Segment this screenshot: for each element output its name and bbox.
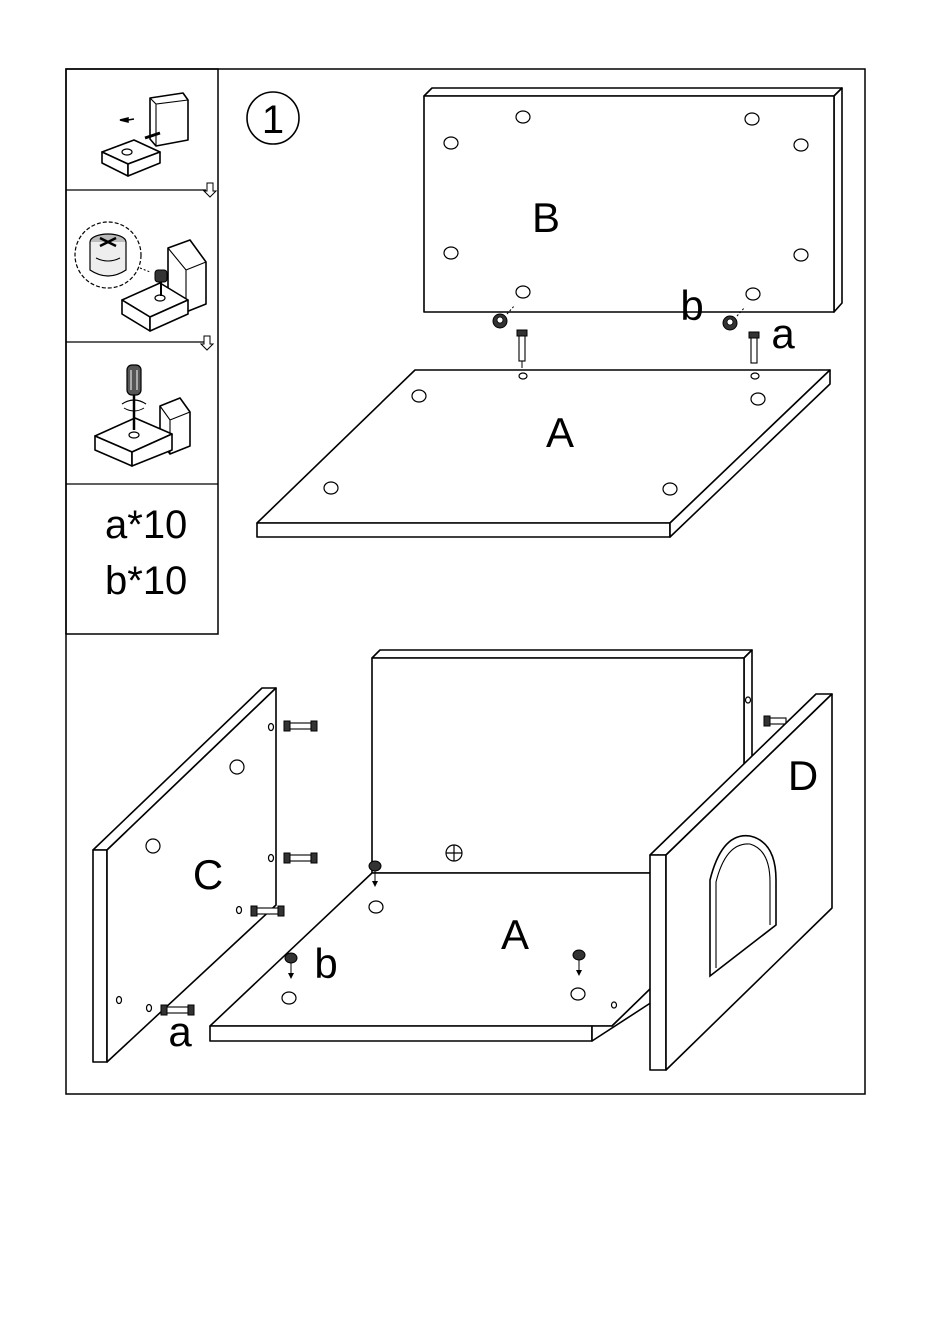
panel-d-label: D <box>788 752 818 799</box>
step-number: 1 <box>262 98 284 142</box>
fitting-b-label-lower: b <box>314 940 337 987</box>
panel-c-label: C <box>193 851 223 898</box>
dowel-fitting-c-top <box>284 721 317 731</box>
panel-a-upper: A <box>257 370 830 537</box>
fitting-step-3-illustration <box>95 365 190 466</box>
lower-assembly: A b C <box>93 650 832 1070</box>
panel-b-label: B <box>532 194 560 241</box>
dowel-fitting-left <box>517 330 527 368</box>
fitting-step-1-illustration <box>102 93 188 176</box>
dowel-fitting-d-top <box>764 716 786 726</box>
fitting-a-label: a <box>771 310 795 357</box>
upper-assembly: B b a <box>257 88 842 537</box>
dowel-fitting-right <box>749 332 759 363</box>
step-number-badge: 1 <box>247 92 299 144</box>
dowel-fitting-c-low <box>251 906 284 916</box>
count-b-label: b*10 <box>105 559 187 603</box>
panel-b: B <box>424 88 842 312</box>
fitting-step-2-illustration <box>75 222 206 331</box>
panel-a-upper-label: A <box>546 409 574 456</box>
down-arrow-icon <box>201 336 213 350</box>
fitting-b-label: b <box>680 282 703 329</box>
panel-a-base-label: A <box>501 911 529 958</box>
count-a-label: a*10 <box>105 503 187 547</box>
dowel-fitting-c-mid <box>284 853 317 863</box>
crosshair-icon <box>446 845 462 861</box>
fitting-instruction-column: a*10 b*10 <box>66 69 218 634</box>
fitting-a-label-lower: a <box>168 1008 192 1055</box>
